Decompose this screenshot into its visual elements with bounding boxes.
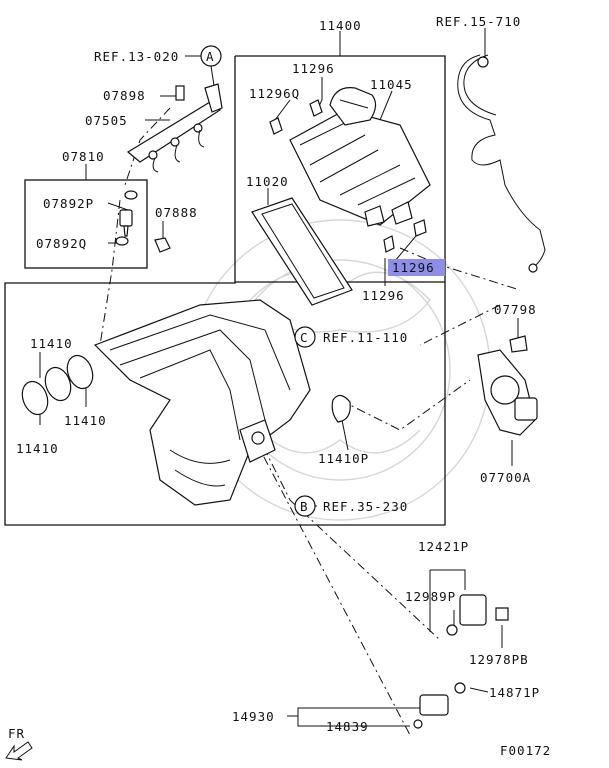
intake-manifold-box (4, 282, 446, 526)
air-filter-part (251, 197, 353, 306)
front-direction-indicator: FR (5, 726, 33, 761)
part-12989p[interactable]: 12989P (405, 589, 456, 604)
part-07892p[interactable]: 07892P (43, 196, 94, 211)
part-11045[interactable]: 11045 (370, 77, 413, 92)
ref-11-110[interactable]: REF.11-110 (323, 330, 408, 345)
callout-c: C (294, 326, 316, 348)
ref-13-020[interactable]: REF.13-020 (94, 49, 179, 64)
part-11296-top[interactable]: 11296 (292, 61, 335, 76)
part-11410-b[interactable]: 11410 (64, 413, 107, 428)
fuel-rail-part (126, 83, 223, 173)
part-14839[interactable]: 14839 (326, 719, 369, 734)
part-07888[interactable]: 07888 (155, 205, 198, 220)
callout-a-text: A (206, 49, 215, 64)
part-07798[interactable]: 07798 (494, 302, 537, 317)
part-11296-bottom[interactable]: 11296 (362, 288, 405, 303)
part-14930[interactable]: 14930 (232, 709, 275, 724)
part-07700a[interactable]: 07700A (480, 470, 531, 485)
part-11400[interactable]: 11400 (319, 18, 362, 33)
part-07892q[interactable]: 07892Q (36, 236, 87, 251)
part-11410-c[interactable]: 11410 (16, 441, 59, 456)
front-arrow-icon (5, 741, 33, 761)
ref-35-230[interactable]: REF.35-230 (323, 499, 408, 514)
callout-b-text: B (300, 499, 309, 514)
throttle-body-part (477, 335, 538, 436)
solenoid-valve-part (446, 594, 509, 636)
part-07810[interactable]: 07810 (62, 149, 105, 164)
part-11410p[interactable]: 11410P (318, 451, 369, 466)
gasket-parts (21, 354, 94, 416)
part-12421p[interactable]: 12421P (418, 539, 469, 554)
part-11296-highlight[interactable]: 11296 (392, 260, 435, 275)
throttle-gasket-part (331, 394, 351, 423)
highlighted-part-label[interactable]: 11296 (388, 259, 445, 276)
intake-manifold-part (93, 299, 311, 506)
ref-15-710[interactable]: REF.15-710 (436, 14, 521, 29)
part-07898[interactable]: 07898 (103, 88, 146, 103)
part-12978pb[interactable]: 12978PB (469, 652, 529, 667)
callout-b: B (294, 495, 316, 517)
sensor-part (413, 682, 466, 729)
part-11020[interactable]: 11020 (246, 174, 289, 189)
air-cleaner-part (289, 87, 431, 227)
breather-hose-part (457, 54, 546, 273)
callout-a: A (200, 45, 222, 67)
injector-parts (115, 190, 171, 253)
clip-parts (269, 99, 427, 253)
part-11410-a[interactable]: 11410 (30, 336, 73, 351)
diagram-code: F00172 (500, 743, 551, 758)
callout-c-text: C (300, 330, 309, 345)
part-11296q[interactable]: 11296Q (249, 86, 300, 101)
part-14871p[interactable]: 14871P (489, 685, 540, 700)
front-direction-label: FR (8, 726, 25, 741)
part-07505[interactable]: 07505 (85, 113, 128, 128)
part-labels: 11400 REF.15-710 REF.13-020 11296 11045 … (16, 14, 540, 734)
